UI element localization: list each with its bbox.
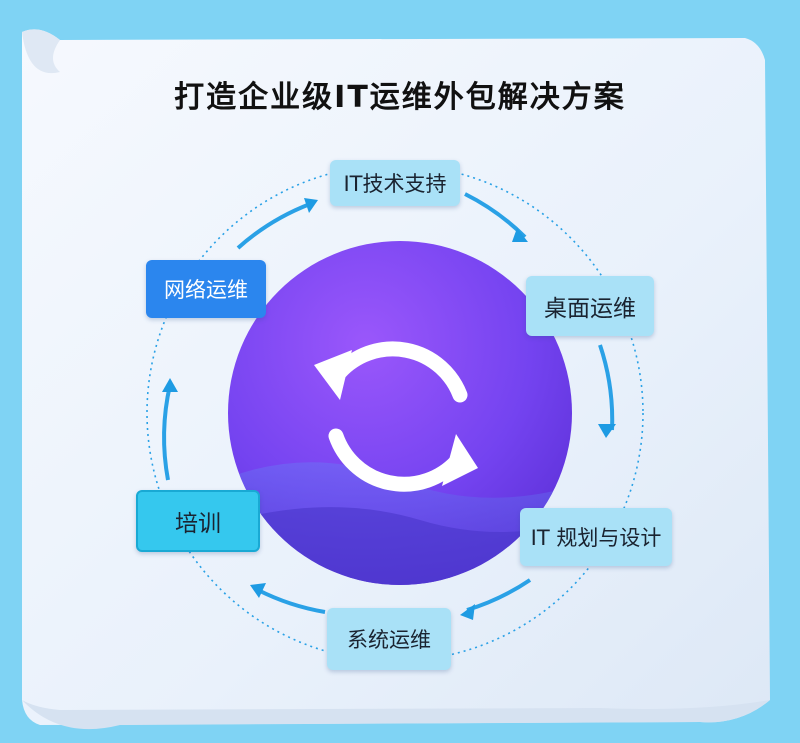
paper-curl-top-left — [22, 29, 60, 74]
ring-arc-top-right — [464, 192, 527, 239]
ring-arc-top-left — [236, 202, 311, 250]
node-training: 培训 — [136, 490, 260, 552]
page-title: 打造企业级IT运维外包解决方案 — [174, 80, 626, 115]
refresh-cycle-icon — [328, 341, 468, 492]
node-it-planning: IT 规划与设计 — [520, 508, 672, 566]
ring-arc-right — [598, 344, 615, 431]
node-system-ops: 系统运维 — [327, 608, 451, 670]
node-it-support: IT技术支持 — [330, 160, 460, 206]
node-desktop-ops: 桌面运维 — [526, 276, 654, 336]
ring-arc-left — [162, 384, 172, 481]
cycle-arrowheads — [162, 198, 616, 620]
node-network-ops: 网络运维 — [146, 260, 266, 318]
refresh-arrowheads — [314, 350, 478, 486]
paper-curl-bottom — [22, 700, 770, 730]
